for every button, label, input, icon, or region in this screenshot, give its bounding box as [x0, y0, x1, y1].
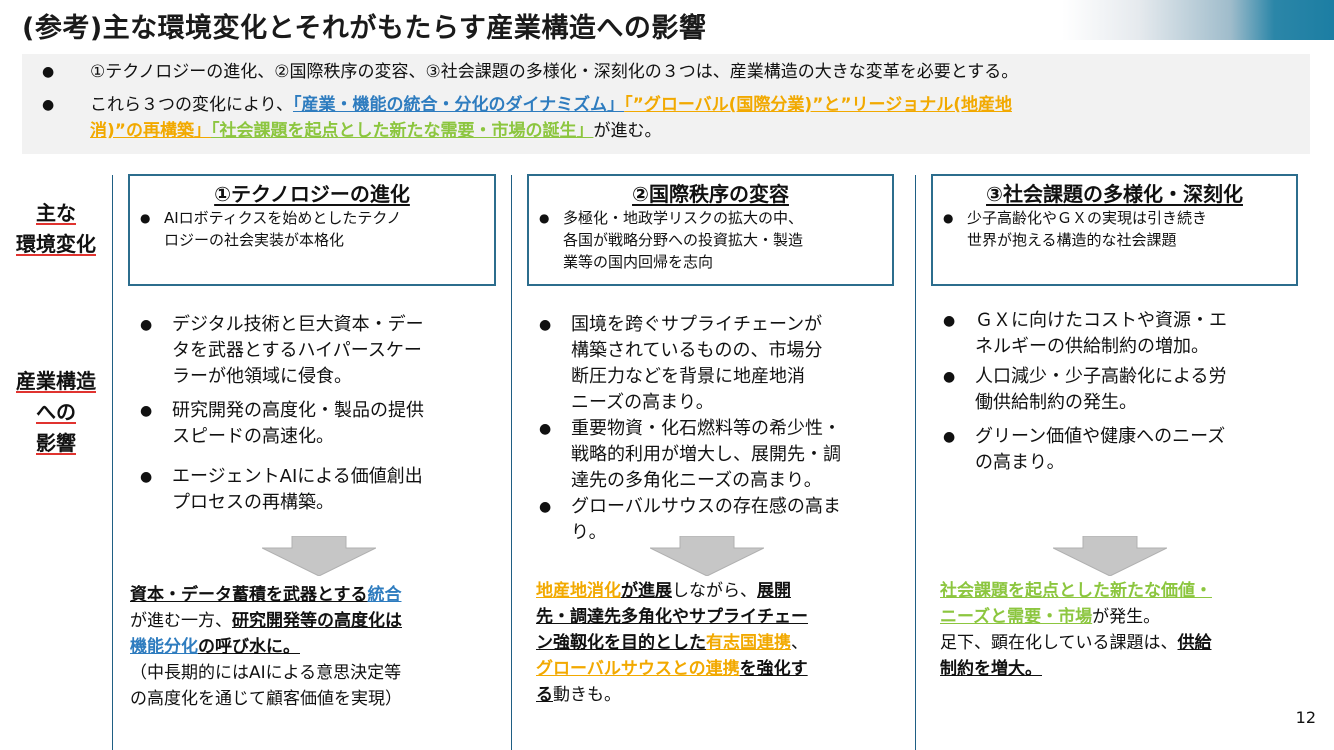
- conclusion-social-issues: 社会課題を起点とした新たな価値・ ニーズと需要・市場が発生。 足下、顕在化してい…: [940, 581, 1212, 679]
- page-number: 12: [1295, 708, 1316, 727]
- effect-item: ● 研究開発の高度化・製品の提供 スピードの高速化。: [140, 400, 424, 447]
- effect-item: ● 国境を跨ぐサプライチェーンが 構築されているものの、市場分 断圧力などを背景…: [539, 314, 823, 413]
- bullet-icon: ●: [943, 313, 956, 329]
- row-label-environment: 主な 環境変化: [16, 201, 96, 256]
- bullet-icon: ●: [140, 469, 153, 485]
- bullet-icon: ●: [943, 211, 954, 225]
- effect-item: ● グリーン価値や健康へのニーズ の高まり。: [943, 426, 1226, 473]
- highlight-social-issues: 「社会課題を起点とした新たな需要・市場の誕生」: [210, 121, 594, 141]
- column-title: ③社会課題の多様化・深刻化: [986, 182, 1243, 206]
- bullet-icon: ●: [943, 429, 956, 445]
- effect-item: ● ＧＸに向けたコストや資源・エ ネルギーの供給制約の増加。: [943, 310, 1227, 357]
- summary-intro: これら３つの変化により、: [90, 95, 293, 115]
- env-bullet: ● AIロボティクスを始めとしたテクノ ロジーの社会実装が本格化: [140, 209, 402, 249]
- effects-technology: ● デジタル技術と巨大資本・デー タを武器とするハイパースケー ラーが他領域に侵…: [128, 312, 498, 516]
- highlight-global-regional: 「”グローバル(国際分業)”と”リージョナル(地産地: [624, 95, 1012, 115]
- summary-panel: ● ①テクノロジーの進化、②国際秩序の変容、③社会課題の多様化・深刻化の３つは、…: [22, 54, 1310, 154]
- down-arrow-icon: [650, 536, 764, 576]
- effect-item: ● エージェントAIによる価値創出 プロセスの再構築。: [140, 466, 423, 513]
- column-divider: [511, 175, 512, 750]
- env-box-technology: ①テクノロジーの進化 ● AIロボティクスを始めとしたテクノ ロジーの社会実装が…: [128, 174, 496, 286]
- bullet-icon: ●: [943, 369, 956, 385]
- column-title: ①テクノロジーの進化: [214, 182, 410, 206]
- page-title: (参考)主な環境変化とそれがもたらす産業構造への影響: [22, 13, 707, 44]
- effects-social-issues: ● ＧＸに向けたコストや資源・エ ネルギーの供給制約の増加。 ● 人口減少・少子…: [931, 308, 1311, 476]
- summary-line-1: ● ①テクノロジーの進化、②国際秩序の変容、③社会課題の多様化・深刻化の３つは、…: [42, 59, 1018, 85]
- bullet-icon: ●: [539, 499, 552, 515]
- highlight-dynamism: 「産業・機能の統合・分化のダイナミズム」: [292, 95, 625, 115]
- row-label-industry: 産業構造 への 影響: [16, 369, 96, 455]
- bullet-icon: ●: [42, 97, 55, 113]
- down-arrow-icon: [262, 536, 376, 576]
- column-divider: [112, 175, 113, 750]
- bullet-icon: ●: [42, 64, 55, 80]
- conclusion-international-order: 地産地消化が進展しながら、展開 先・調達先多角化やサプライチェー ン強靱化を目的…: [536, 581, 808, 705]
- column-divider: [915, 175, 916, 750]
- effect-item: ● 人口減少・少子高齢化による労 働供給制約の発生。: [943, 366, 1227, 413]
- env-bullet: ● 多極化・地政学リスクの拡大の中、 各国が戦略分野への投資拡大・製造 業等の国…: [539, 209, 804, 271]
- env-box-international-order: ②国際秩序の変容 ● 多極化・地政学リスクの拡大の中、 各国が戦略分野への投資拡…: [527, 174, 894, 286]
- env-box-social-issues: ③社会課題の多様化・深刻化 ● 少子高齢化やＧＸの実現は引き続き 世界が抱える構…: [931, 174, 1298, 286]
- conclusion-technology: 資本・データ蓄積を武器とする統合 が進む一方、研究開発等の高度化は 機能分化の呼…: [130, 585, 402, 709]
- bullet-icon: ●: [140, 403, 153, 419]
- effect-item: ● 重要物資・化石燃料等の希少性・ 戦略的利用が増大し、展開先・調 達先の多角化…: [539, 418, 841, 491]
- bullet-icon: ●: [539, 421, 552, 437]
- bullet-icon: ●: [140, 317, 153, 333]
- bullet-icon: ●: [140, 211, 151, 225]
- corner-decoration: [1062, 0, 1334, 40]
- column-title: ②国際秩序の変容: [632, 182, 789, 206]
- highlight-global-regional-cont: 消)”の再構築」: [90, 121, 211, 141]
- effects-international-order: ● 国境を跨ぐサプライチェーンが 構築されているものの、市場分 断圧力などを背景…: [527, 312, 907, 546]
- summary-line-2: ● これら３つの変化により、「産業・機能の統合・分化のダイナミズム」「”グローバ…: [42, 92, 1312, 144]
- bullet-icon: ●: [539, 211, 550, 225]
- summary-end: が進む。: [593, 121, 662, 141]
- bullet-icon: ●: [539, 317, 552, 333]
- env-bullet: ● 少子高齢化やＧＸの実現は引き続き 世界が抱える構造的な社会課題: [943, 209, 1208, 249]
- down-arrow-icon: [1053, 536, 1167, 576]
- effect-item: ● グローバルサウスの存在感の高ま り。: [539, 496, 841, 543]
- effect-item: ● デジタル技術と巨大資本・デー タを武器とするハイパースケー ラーが他領域に侵…: [140, 314, 424, 387]
